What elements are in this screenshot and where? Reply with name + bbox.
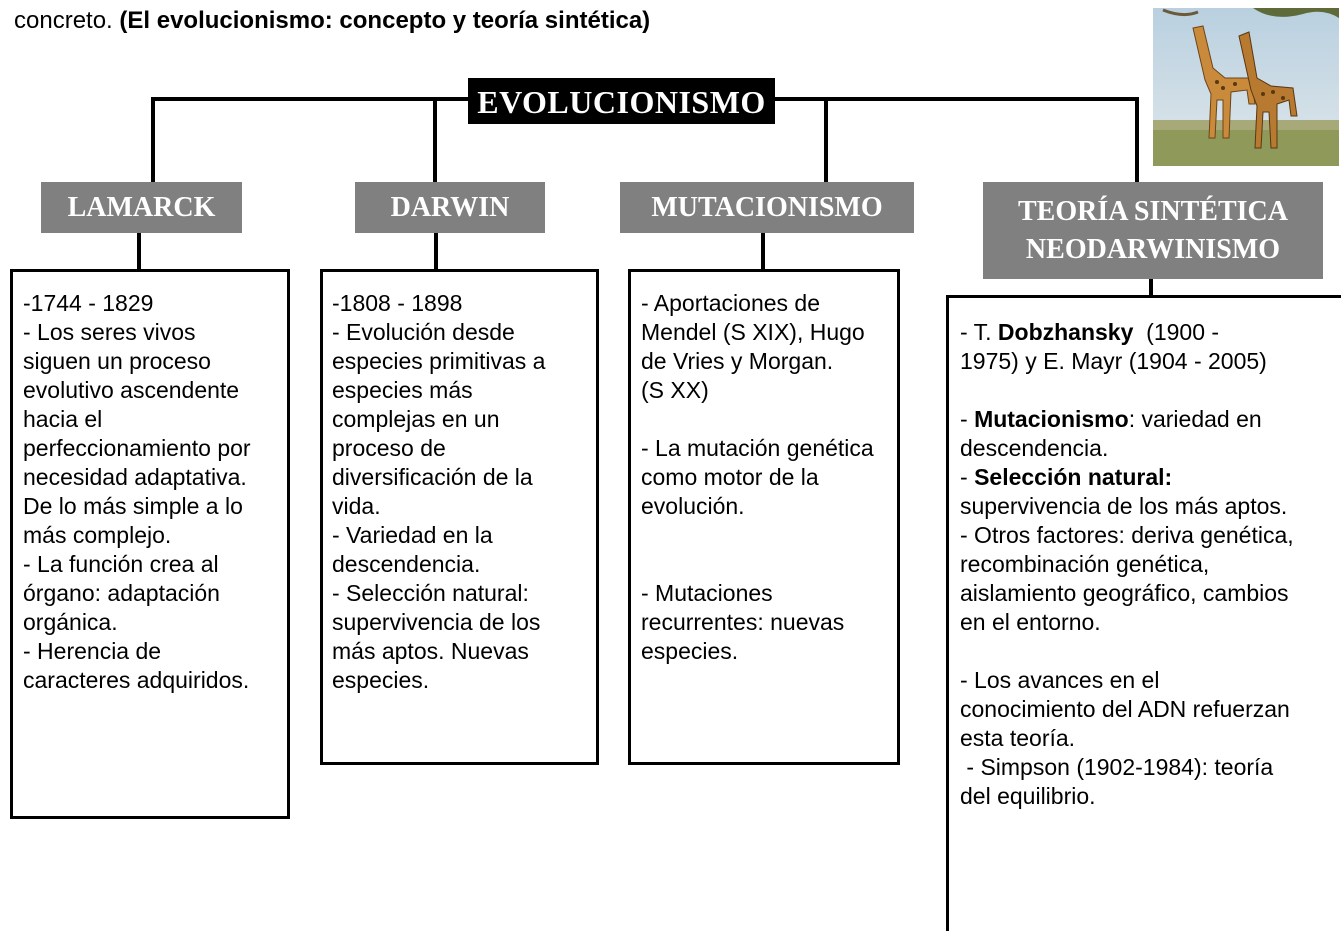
sintetica-line: descendencia. xyxy=(960,435,1109,461)
sintetica-p2-pre: - xyxy=(960,406,975,432)
sintetica-p1-bold: Dobzhansky xyxy=(997,319,1134,345)
header-mutacionismo-label: MUTACIONISMO xyxy=(651,191,883,223)
sintetica-line: conocimiento del ADN refuerzan xyxy=(960,696,1290,722)
sintetica-seleccion-line: - Selección natural: xyxy=(960,463,1341,492)
darwin-line: -1808 - 1898 xyxy=(332,290,463,316)
sintetica-spacer xyxy=(960,637,1341,666)
sintetica-line: 1975) y E. Mayr (1904 - 2005) xyxy=(960,348,1267,374)
darwin-line: diversificación de la xyxy=(332,464,533,490)
mutacionismo-line: - Mutaciones xyxy=(641,580,773,606)
connector-darwin-box xyxy=(434,233,438,269)
sintetica-line: supervivencia de los más aptos. xyxy=(960,493,1288,519)
lamarck-line: hacia el xyxy=(23,406,103,432)
header-sintetica-line2: NEODARWINISMO xyxy=(1025,233,1281,265)
sintetica-p3-pre: - xyxy=(960,464,975,490)
sintetica-p2-rest: : variedad en xyxy=(1128,406,1262,432)
lamarck-line: orgánica. xyxy=(23,609,118,635)
lamarck-line: perfeccionamiento por xyxy=(23,435,251,461)
header-sintetica: TEORÍA SINTÉTICA NEODARWINISMO xyxy=(983,182,1323,279)
mutacionismo-line: (S XX) xyxy=(641,377,709,403)
darwin-line: - Selección natural: xyxy=(332,580,529,606)
darwin-line: supervivencia de los xyxy=(332,609,541,635)
sintetica-p1-rest: (1900 - xyxy=(1133,319,1220,345)
lamarck-line: - La función crea al xyxy=(23,551,219,577)
root-node: EVOLUCIONISMO xyxy=(468,78,775,124)
darwin-line: - Evolución desde xyxy=(332,319,515,345)
box-mutacionismo: - Aportaciones de Mendel (S XIX), Hugo d… xyxy=(628,269,900,765)
lamarck-line: - Herencia de xyxy=(23,638,162,664)
sintetica-line: - Los avances en el xyxy=(960,667,1160,693)
sintetica-line: - Otros factores: deriva genética, xyxy=(960,522,1294,548)
sintetica-dobzhansky-line: - T. Dobzhansky (1900 - xyxy=(960,318,1341,347)
connector-darwin xyxy=(433,97,437,182)
lamarck-line: necesidad adaptativa. xyxy=(23,464,247,490)
darwin-line: vida. xyxy=(332,493,381,519)
darwin-line: especies más xyxy=(332,377,473,403)
lamarck-line: siguen un proceso xyxy=(23,348,211,374)
mutacionismo-line: especies. xyxy=(641,638,739,664)
mutacionismo-spacer xyxy=(641,550,897,579)
darwin-line: especies. xyxy=(332,667,430,693)
giraffes-photo xyxy=(1153,8,1339,166)
mutacionismo-line: - Aportaciones de xyxy=(641,290,821,316)
mutacionismo-line: - La mutación genética xyxy=(641,435,874,461)
mutacionismo-line: evolución. xyxy=(641,493,745,519)
darwin-line: proceso de xyxy=(332,435,446,461)
root-label: EVOLUCIONISMO xyxy=(477,84,766,120)
sintetica-line: del equilibrio. xyxy=(960,783,1096,809)
sintetica-line: aislamiento geográfico, cambios xyxy=(960,580,1289,606)
lamarck-line: De lo más simple a lo xyxy=(23,493,243,519)
mutacionismo-line: de Vries y Morgan. xyxy=(641,348,834,374)
mutacionismo-line: Mendel (S XIX), Hugo xyxy=(641,319,865,345)
sintetica-mutacionismo-line: - Mutacionismo: variedad en xyxy=(960,405,1341,434)
connector-mutacionismo xyxy=(824,97,828,182)
header-lamarck-label: LAMARCK xyxy=(67,191,216,223)
lamarck-line: - Los seres vivos xyxy=(23,319,196,345)
connector-lamarck xyxy=(151,97,155,182)
intro-prefix: concreto. xyxy=(14,7,120,34)
header-mutacionismo: MUTACIONISMO xyxy=(620,182,914,233)
header-darwin-label: DARWIN xyxy=(390,191,510,223)
connector-lamarck-box xyxy=(137,233,141,269)
mutacionismo-line: recurrentes: nuevas xyxy=(641,609,845,635)
lamarck-line: -1744 - 1829 xyxy=(23,290,154,316)
sintetica-line: esta teoría. xyxy=(960,725,1076,751)
mutacionismo-line: como motor de la xyxy=(641,464,819,490)
lamarck-line: más complejo. xyxy=(23,522,172,548)
intro-title: (El evolucionismo: concepto y teoría sin… xyxy=(119,7,651,34)
box-darwin: -1808 - 1898 - Evolución desde especies … xyxy=(320,269,599,765)
sintetica-line: recombinación genética, xyxy=(960,551,1210,577)
header-lamarck: LAMARCK xyxy=(41,182,242,233)
darwin-text-clip: -1808 - 1898 - Evolución desde especies … xyxy=(332,289,596,753)
box-lamarck: -1744 - 1829 - Los seres vivos siguen un… xyxy=(10,269,290,819)
sintetica-line: en el entorno. xyxy=(960,609,1101,635)
sintetica-p2-bold: Mutacionismo xyxy=(974,406,1129,432)
darwin-line: descendencia. xyxy=(332,551,481,577)
lamarck-line: órgano: adaptación xyxy=(23,580,220,606)
sintetica-spacer xyxy=(960,376,1341,405)
lamarck-line: evolutivo ascendente xyxy=(23,377,240,403)
connector-sintetica xyxy=(1135,97,1139,182)
mutacionismo-spacer xyxy=(641,521,897,550)
connector-sintetica-box xyxy=(1149,279,1153,298)
header-darwin: DARWIN xyxy=(355,182,545,233)
sintetica-p1-pre: - T. xyxy=(960,319,998,345)
sintetica-p3-bold: Selección natural: xyxy=(974,464,1173,490)
header-sintetica-line1: TEORÍA SINTÉTICA xyxy=(1018,195,1288,227)
intro-text: concreto. (El evolucionismo: concepto y … xyxy=(14,6,650,36)
darwin-line: más aptos. Nuevas xyxy=(332,638,529,664)
darwin-line: complejas en un xyxy=(332,406,500,432)
sintetica-line: - Simpson (1902-1984): teoría xyxy=(960,754,1274,780)
box-sintetica: - T. Dobzhansky (1900 - 1975) y E. Mayr … xyxy=(946,295,1341,931)
darwin-line: especies primitivas a xyxy=(332,348,546,374)
darwin-line: - Variedad en la xyxy=(332,522,493,548)
connector-mutacionismo-box xyxy=(761,233,765,269)
mutacionismo-spacer xyxy=(641,405,897,434)
lamarck-line: caracteres adquiridos. xyxy=(23,667,250,693)
